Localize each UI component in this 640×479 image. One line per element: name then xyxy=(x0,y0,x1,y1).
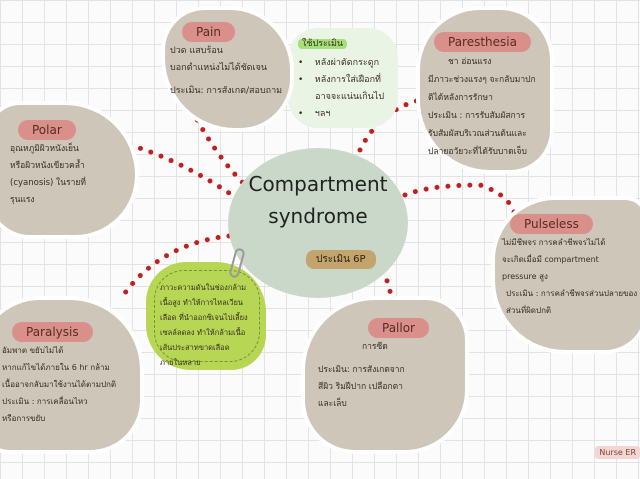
pallor-line: สีผิว ริมฝีปาก เปลือกตา xyxy=(318,382,403,392)
center-title: Compartment syndrome xyxy=(228,168,408,232)
list-item: • ฯลฯ xyxy=(298,109,331,119)
note-dashed-border xyxy=(154,270,260,362)
definition-line: เนื้อสูง ทำให้การไหลเวียน xyxy=(160,298,243,307)
definition-line: เส้นประสาทขาดเลือด xyxy=(160,343,230,352)
paresthesia-line: ประเมิน : การรับสัมผัสการ xyxy=(428,111,526,121)
list-item: อาจจะแน่นเกินไป xyxy=(315,92,385,102)
pain-card: Pain ปวด แสบร้อน บอกตำแหน่งไม่ได้ชัดเจน … xyxy=(170,22,282,100)
pulseless-title: Pulseless xyxy=(510,214,593,234)
paresthesia-line: ปลายอวัยวะที่ได้รับบาดเจ็บ xyxy=(428,147,527,157)
paresthesia-title: Paresthesia xyxy=(434,32,531,52)
pallor-line: และเล็บ xyxy=(318,399,347,409)
paresthesia-line: ชา อ่อนแรง xyxy=(448,57,492,67)
paralysis-card: Paralysis อัมพาต ขยับไม่ได้ หากแก้ไขได้ภ… xyxy=(2,322,116,427)
pulseless-line: ไม่มีชีพจร การคลำชีพจรไม่ได้ xyxy=(502,238,606,247)
use-when-card: ใช้ประเมิน • หลังผ่าตัดกระดูก • หลังการใ… xyxy=(298,36,384,123)
pain-line: ประเมิน: การสังเกต/สอบถาม xyxy=(170,86,283,96)
title-line: Compartment xyxy=(248,172,388,196)
definition-line: เลือด ที่นำออกซิเจนไปเลี้ยง xyxy=(160,313,248,322)
use-when-label: ใช้ประเมิน xyxy=(298,39,348,49)
pallor-line: การซีด xyxy=(362,342,388,352)
pulseless-line: pressure สูง xyxy=(502,272,548,281)
pain-line: ปวด แสบร้อน xyxy=(170,46,223,56)
polar-line: หรือผิวหนังเขียวคล้ำ xyxy=(10,161,85,171)
assessment-badge: ประเมิน 6P xyxy=(306,250,376,269)
polar-title: Polar xyxy=(18,120,76,140)
pulseless-line: ส่วนที่ผิดปกติ xyxy=(506,306,552,315)
paralysis-line: อัมพาต ขยับไม่ได้ xyxy=(2,346,64,355)
pain-line: บอกตำแหน่งไม่ได้ชัดเจน xyxy=(170,63,268,73)
polar-line: (cyanosis) ในรายที่ xyxy=(10,178,86,188)
definition-line: ภายในหลาย xyxy=(160,358,201,367)
list-item: • หลังผ่าตัดกระดูก xyxy=(298,58,380,68)
connector-pain xyxy=(167,57,248,188)
definition-card: ภาวะความดันในช่องกล้าม เนื้อสูง ทำให้การ… xyxy=(160,280,248,370)
paresthesia-line: ติได้หลังการรักษา xyxy=(428,93,493,103)
connector-polar xyxy=(127,142,235,198)
paresthesia-line: รับสัมผัสบริเวณส่วนต้นและ xyxy=(428,129,527,139)
pain-title: Pain xyxy=(182,22,235,42)
credit-label: Nurse ER xyxy=(595,446,640,459)
paralysis-line: เนื้ออาจกลับมาใช้งานได้ตามปกติ xyxy=(2,380,117,389)
pallor-line: ประเมิน: การสังเกตจาก xyxy=(318,365,405,375)
pulseless-line: จะเกิดเมื่อมี compartment xyxy=(502,255,599,264)
list-item: • หลังการใส่เฝือกที่ xyxy=(298,75,381,85)
title-line: syndrome xyxy=(268,204,368,228)
connector-pulseless xyxy=(402,182,518,218)
polar-line: รุนแรง xyxy=(10,195,35,205)
center-circle xyxy=(228,148,408,298)
paralysis-line: หรือการขยับ xyxy=(2,414,46,423)
definition-line: เซลล์ลดลง ทำให้กล้ามเนื้อ xyxy=(160,328,246,337)
paresthesia-card: Paresthesia ชา อ่อนแรง มีภาวะช่วงแรงๆ จะ… xyxy=(428,32,536,161)
pallor-title: Pallor xyxy=(368,318,429,338)
pulseless-line: ประเมิน : การคลำชีพจรส่วนปลายของ xyxy=(506,289,638,298)
definition-line: ภาวะความดันในช่องกล้าม xyxy=(160,283,247,292)
paralysis-line: ประเมิน : การเคลื่อนไหว xyxy=(2,397,88,406)
paralysis-line: หากแก้ไขได้ภายใน 6 hr กล้าม xyxy=(2,363,110,372)
polar-card: Polar อุณหภูมิผิวหนังเย็น หรือผิวหนังเขี… xyxy=(10,120,86,209)
paresthesia-line: มีภาวะช่วงแรงๆ จะกลับมาปก xyxy=(428,75,536,85)
polar-line: อุณหภูมิผิวหนังเย็น xyxy=(10,144,79,154)
pulseless-card: Pulseless ไม่มีชีพจร การคลำชีพจรไม่ได้ จ… xyxy=(502,214,637,319)
paralysis-title: Paralysis xyxy=(12,322,93,342)
connector-paresthesia xyxy=(357,97,423,153)
pallor-card: Pallor การซีด ประเมิน: การสังเกตจาก สีผิ… xyxy=(318,318,429,413)
